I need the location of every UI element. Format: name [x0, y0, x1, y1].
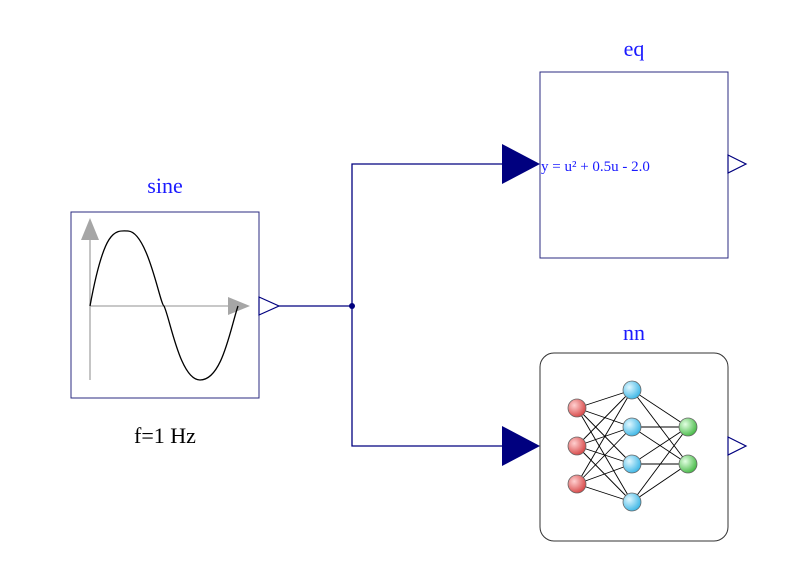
sine-block[interactable]: sine f=1 Hz: [70, 173, 281, 448]
connection-junction-to-nn[interactable]: [351, 306, 502, 447]
junction-dot: [349, 303, 355, 309]
sine-parameter-label: f=1 Hz: [134, 423, 196, 448]
sine-block-frame: [70, 211, 260, 399]
block-name-nn: nn: [623, 320, 645, 345]
eq-equation-text: y = u² + 0.5u - 2.0: [541, 159, 650, 175]
sine-wave-icon: [81, 218, 250, 381]
block-name-sine: sine: [147, 173, 182, 198]
output-port-icon[interactable]: [258, 296, 281, 316]
input-port-icon[interactable]: [502, 144, 540, 184]
eq-block[interactable]: eq y = u² + 0.5u - 2.0: [539, 36, 748, 259]
connection-junction-to-eq[interactable]: [351, 163, 502, 306]
nn-block[interactable]: nn: [539, 320, 748, 542]
output-port-icon[interactable]: [727, 154, 748, 174]
neural-network-icon: [567, 380, 698, 512]
output-port-icon[interactable]: [727, 436, 748, 456]
block-name-eq: eq: [624, 36, 645, 61]
connections: [279, 163, 502, 447]
input-port-icon[interactable]: [502, 426, 540, 466]
